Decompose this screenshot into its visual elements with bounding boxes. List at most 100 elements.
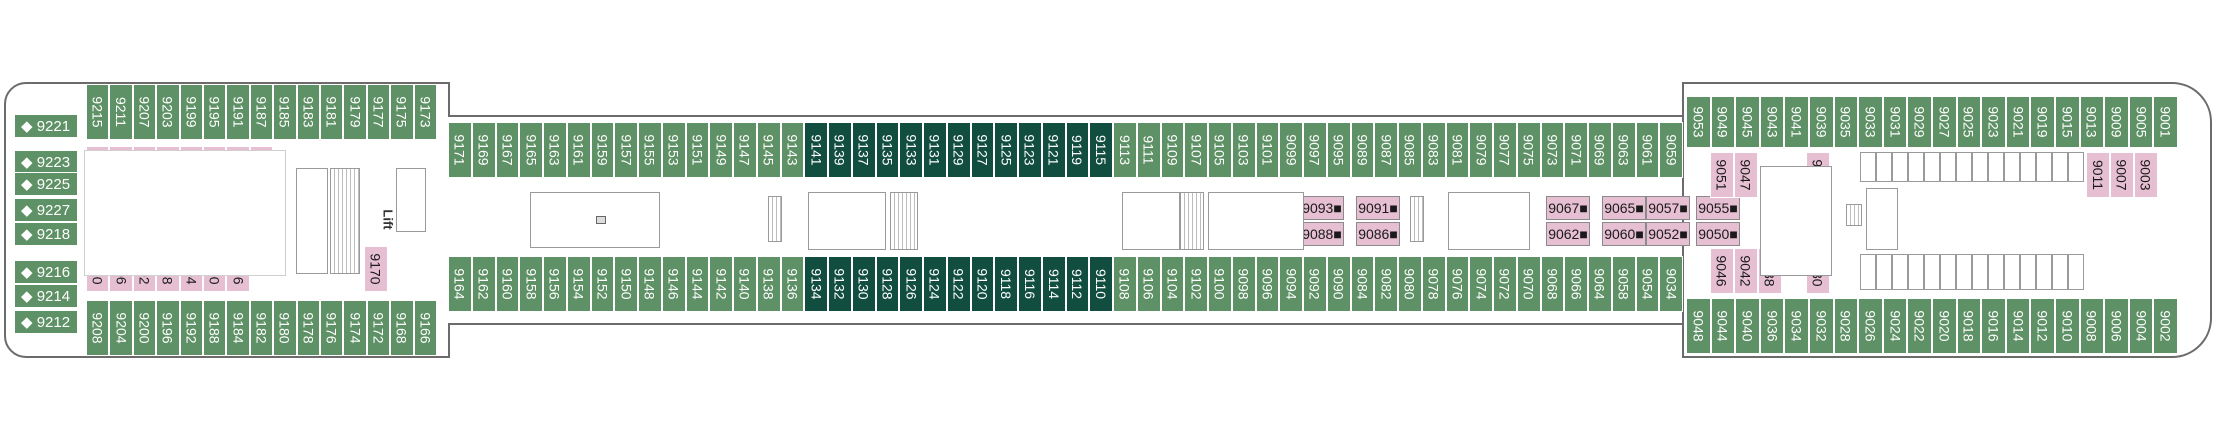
cabin-mid-upper[interactable]: 9125 — [994, 122, 1018, 178]
cabin-stern-bottom[interactable]: 9168 — [390, 300, 414, 356]
cabin-stern-bottom[interactable]: 9204 — [109, 300, 133, 356]
cabin-mid-lower[interactable]: 9130 — [851, 256, 876, 312]
cabin-mid-lower[interactable]: 9164 — [448, 256, 472, 312]
cabin-mid-upper[interactable]: 9063 — [1611, 122, 1636, 178]
cabin-stern-bottom[interactable]: 9188 — [203, 300, 227, 356]
cabin-mid-lower[interactable]: 9118 — [994, 256, 1018, 312]
cabin-bow-bottom[interactable]: 9014 — [2005, 298, 2031, 354]
cabin-mid-upper[interactable]: 9157 — [614, 122, 638, 178]
cabin-mid-upper[interactable]: 9137 — [851, 122, 876, 178]
cabin-mid-lower[interactable]: 9102 — [1184, 256, 1208, 312]
cabin-mid-lower[interactable]: 9070 — [1516, 256, 1541, 312]
cabin-bow-top[interactable]: 9031 — [1882, 96, 1908, 148]
cabin-mid-upper[interactable]: 9145 — [756, 122, 781, 178]
cabin-mid-lower[interactable]: 9150 — [614, 256, 638, 312]
cabin-mid-upper[interactable]: 9085 — [1398, 122, 1422, 178]
cabin-bow-special[interactable]: 9007 — [2110, 152, 2134, 198]
cabin-stern-top[interactable]: 9203 — [156, 84, 180, 140]
cabin-mid-upper[interactable]: 9079 — [1469, 122, 1493, 178]
cabin-mid-upper[interactable]: 9167 — [495, 122, 520, 178]
cabin-mid-lower[interactable]: 9154 — [566, 256, 591, 312]
cabin-mid-upper[interactable]: 9081 — [1445, 122, 1470, 178]
cabin-mid-upper[interactable]: 9121 — [1041, 122, 1066, 178]
cabin-bow-bottom[interactable]: 9004 — [2128, 298, 2154, 354]
cabin-bow-special[interactable]: 9011 — [2086, 152, 2110, 198]
cabin-mid-special[interactable]: 9088■ — [1300, 222, 1344, 246]
cabin-bow-bottom[interactable]: 9010 — [2055, 298, 2080, 354]
cabin-stern-top[interactable]: 9183 — [296, 84, 320, 140]
cabin-bow-special[interactable]: 9003 — [2134, 152, 2158, 198]
cabin-stern-top[interactable]: 9207 — [132, 84, 157, 140]
cabin-mid-lower[interactable]: 9066 — [1564, 256, 1588, 312]
cabin-mid-upper[interactable]: 9109 — [1160, 122, 1185, 178]
cabin-stern-top[interactable]: 9187 — [249, 84, 274, 140]
cabin-mid-upper[interactable]: 9139 — [828, 122, 852, 178]
cabin-mid-upper[interactable]: 9073 — [1540, 122, 1565, 178]
cabin-mid-lower[interactable]: 9122 — [946, 256, 971, 312]
cabin-mid-upper[interactable]: 9159 — [590, 122, 615, 178]
cabin-mid-upper[interactable]: 9103 — [1231, 122, 1256, 178]
cabin-bow-top[interactable]: 9025 — [1956, 96, 1982, 148]
cabin-stern-top[interactable]: 9191 — [226, 84, 250, 140]
cabin-mid-upper[interactable]: 9165 — [519, 122, 543, 178]
cabin-stern-top[interactable]: 9179 — [343, 84, 367, 140]
cabin-mid-lower[interactable]: 9058 — [1611, 256, 1636, 312]
cabin-mid-lower[interactable]: 9156 — [543, 256, 567, 312]
cabin-mid-lower[interactable]: 9054 — [1635, 256, 1660, 312]
cabin-stern-top[interactable]: 9199 — [179, 84, 203, 140]
cabin-mid-upper[interactable]: 9169 — [471, 122, 496, 178]
cabin-mid-upper[interactable]: 9083 — [1421, 122, 1446, 178]
cabin-mid-upper[interactable]: 9095 — [1326, 122, 1351, 178]
cabin-stern-side[interactable]: ◆ 9218 — [14, 222, 78, 246]
cabin-stern-bottom[interactable]: 9192 — [179, 300, 203, 356]
cabin-mid-lower[interactable]: 9076 — [1445, 256, 1470, 312]
cabin-mid-lower[interactable]: 9162 — [471, 256, 496, 312]
cabin-mid-lower[interactable]: 9140 — [733, 256, 757, 312]
cabin-mid-lower[interactable]: 9134 — [804, 256, 828, 312]
cabin-bow-top[interactable]: 9021 — [2005, 96, 2031, 148]
cabin-stern-side[interactable]: ◆ 9221 — [14, 114, 78, 138]
cabin-bow-top[interactable]: 9035 — [1833, 96, 1859, 148]
cabin-mid-lower[interactable]: 9034 — [1659, 256, 1683, 312]
cabin-bow-special[interactable]: 9042 — [1734, 248, 1758, 294]
cabin-mid-lower[interactable]: 9080 — [1398, 256, 1422, 312]
cabin-bow-top[interactable]: 9023 — [1981, 96, 2006, 148]
cabin-mid-upper[interactable]: 9163 — [543, 122, 567, 178]
cabin-bow-top[interactable]: 9041 — [1784, 96, 1809, 148]
cabin-bow-bottom[interactable]: 9012 — [2030, 298, 2055, 354]
cabin-mid-upper[interactable]: 9171 — [448, 122, 472, 178]
cabin-mid-upper[interactable]: 9141 — [804, 122, 828, 178]
cabin-mid-lower[interactable]: 9064 — [1588, 256, 1612, 312]
cabin-stern-top[interactable]: 9215 — [86, 84, 110, 140]
cabin-mid-lower[interactable]: 9136 — [780, 256, 805, 312]
cabin-mid-special[interactable]: 9065■ — [1602, 196, 1646, 220]
cabin-mid-lower[interactable]: 9110 — [1089, 256, 1113, 312]
cabin-bow-bottom[interactable]: 9048 — [1686, 298, 1711, 354]
cabin-bow-bottom[interactable]: 9024 — [1882, 298, 1908, 354]
cabin-stern-top[interactable]: 9177 — [366, 84, 391, 140]
cabin-mid-special[interactable]: 9055■ — [1696, 196, 1740, 220]
cabin-mid-lower[interactable]: 9068 — [1540, 256, 1565, 312]
cabin-bow-bottom[interactable]: 9022 — [1907, 298, 1932, 354]
cabin-mid-special[interactable]: 9052■ — [1646, 222, 1690, 246]
cabin-mid-lower[interactable]: 9146 — [661, 256, 686, 312]
cabin-stern-bottom[interactable]: 9208 — [86, 300, 110, 356]
cabin-mid-upper[interactable]: 9115 — [1089, 122, 1113, 178]
cabin-mid-upper[interactable]: 9131 — [923, 122, 947, 178]
cabin-mid-upper[interactable]: 9143 — [780, 122, 805, 178]
cabin-stern-side[interactable]: ◆ 9225 — [14, 172, 78, 196]
cabin-stern-bottom[interactable]: 9166 — [413, 300, 437, 356]
cabin-mid-upper[interactable]: 9111 — [1136, 122, 1161, 178]
cabin-mid-lower[interactable]: 9138 — [756, 256, 781, 312]
cabin-bow-bottom[interactable]: 9008 — [2079, 298, 2105, 354]
cabin-stern-top[interactable]: 9195 — [203, 84, 227, 140]
cabin-bow-bottom[interactable]: 9018 — [1956, 298, 1982, 354]
cabin-mid-upper[interactable]: 9059 — [1659, 122, 1683, 178]
cabin-bow-top[interactable]: 9049 — [1710, 96, 1736, 148]
cabin-mid-lower[interactable]: 9124 — [923, 256, 947, 312]
cabin-stern-side[interactable]: ◆ 9212 — [14, 310, 78, 334]
cabin-mid-lower[interactable]: 9094 — [1279, 256, 1303, 312]
cabin-mid-lower[interactable]: 9096 — [1255, 256, 1280, 312]
cabin-mid-special[interactable]: 9062■ — [1546, 222, 1590, 246]
cabin-mid-upper[interactable]: 9123 — [1018, 122, 1042, 178]
